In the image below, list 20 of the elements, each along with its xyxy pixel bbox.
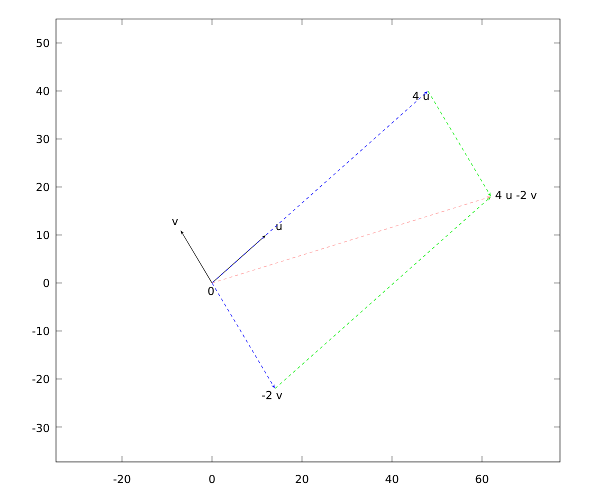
point-label: v: [172, 219, 178, 225]
axis-tick-label: -30: [32, 424, 50, 432]
axis-tick-label: -10: [32, 326, 50, 336]
point-label: 4 u: [412, 92, 429, 100]
axis-tick-label: 30: [36, 134, 50, 144]
axis-tick-label: 0: [44, 278, 50, 288]
axis-tick-label: 60: [476, 474, 488, 484]
axis-tick-label: 0: [209, 474, 215, 484]
axis-tick-label: 50: [36, 38, 50, 48]
axis-tick-label: 20: [296, 474, 308, 484]
point-label: u: [276, 224, 282, 230]
axis-tick-label: -20: [114, 474, 130, 484]
axis-tick-label: -20: [32, 374, 50, 384]
axis-tick-label: 20: [36, 182, 50, 192]
point-label: -2 v: [262, 390, 282, 400]
axis-tick-label: 40: [36, 86, 50, 96]
axis-tick-label: 40: [386, 474, 398, 484]
point-label: 0: [208, 286, 214, 296]
point-label: 4 u -2 v: [496, 190, 537, 200]
axis-tick-label: 10: [37, 230, 50, 240]
